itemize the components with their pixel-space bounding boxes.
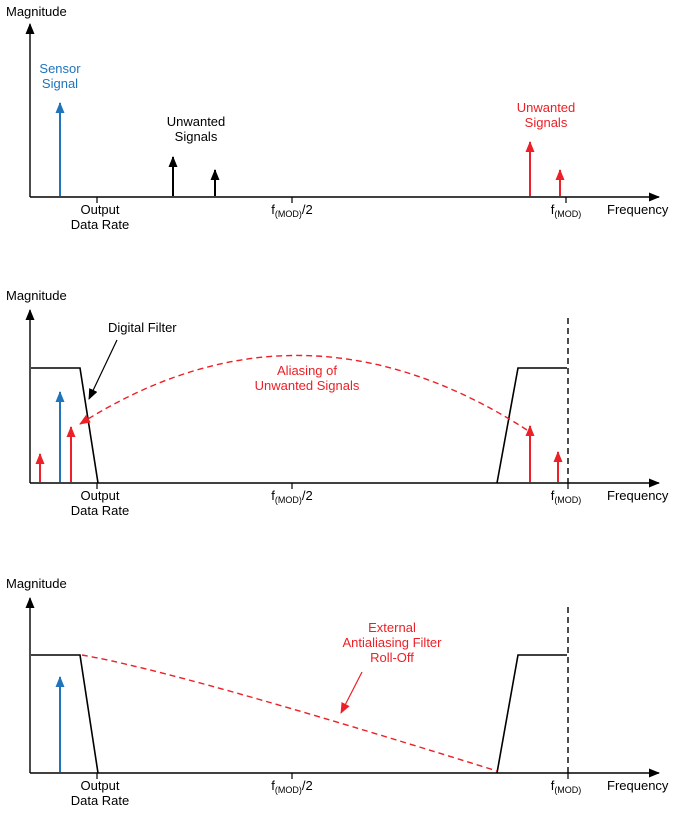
f-subscript: (MOD) <box>274 785 302 795</box>
f-symbol: f <box>550 778 555 793</box>
digital-filter-pointer-arrow <box>88 339 118 400</box>
f-subscript: (MOD) <box>274 495 302 505</box>
panel1-magnitude-label: Magnitude <box>6 4 67 19</box>
f-subscript: (MOD) <box>554 495 582 505</box>
panel3-frequency-label: Frequency <box>607 778 669 793</box>
panel3-fmod-half-label: f(MOD)/2 <box>271 778 312 798</box>
panel1-fmod-label: f(MOD) <box>551 202 582 222</box>
panel2-fmod-half-label: f(MOD)/2 <box>271 488 312 508</box>
panel2-magnitude-label: Magnitude <box>6 288 67 303</box>
digital-filter-label: Digital Filter <box>108 320 177 335</box>
f-symbol: f <box>271 778 275 793</box>
panel1-plot <box>25 23 660 203</box>
panel1-output-data-rate-label: Output Data Rate <box>70 202 130 232</box>
panel3-plot <box>25 597 660 779</box>
unwanted-signals-high-label: Unwanted Signals <box>516 100 576 130</box>
aliasing-of-unwanted-signals-label: Aliasing of Unwanted Signals <box>254 363 360 393</box>
f-symbol: f <box>550 488 555 503</box>
panel3-output-data-rate-label: Output Data Rate <box>70 778 130 808</box>
f-subscript: (MOD) <box>554 209 582 219</box>
digital-filter-passband-shape-panel3 <box>31 654 99 774</box>
digital-filter-image-shape-panel3 <box>496 654 567 774</box>
panel1-frequency-label: Frequency <box>607 202 669 217</box>
panel2-fmod-label: f(MOD) <box>551 488 582 508</box>
panel2-frequency-label: Frequency <box>607 488 669 503</box>
aliasing-fold-back-curve <box>79 354 528 431</box>
panel2-output-data-rate-label: Output Data Rate <box>70 488 130 518</box>
external-antialiasing-rolloff-label: External Antialiasing Filter Roll-Off <box>342 620 442 665</box>
half-suffix: /2 <box>301 778 313 793</box>
panel3-magnitude-label: Magnitude <box>6 576 67 591</box>
digital-filter-passband-shape <box>31 367 99 484</box>
panel1-fmod-half-label: f(MOD)/2 <box>271 202 312 222</box>
f-symbol: f <box>550 202 555 217</box>
panel2-plot <box>25 309 660 489</box>
digital-filter-image-shape <box>496 367 567 484</box>
sensor-signal-label: Sensor Signal <box>39 61 81 91</box>
half-suffix: /2 <box>301 488 313 503</box>
f-symbol: f <box>271 202 275 217</box>
panel3-fmod-label: f(MOD) <box>551 778 582 798</box>
f-subscript: (MOD) <box>554 785 582 795</box>
unwanted-signals-label: Unwanted Signals <box>166 114 226 144</box>
half-suffix: /2 <box>301 202 313 217</box>
f-symbol: f <box>271 488 275 503</box>
f-subscript: (MOD) <box>274 209 302 219</box>
rolloff-pointer-arrow <box>340 671 363 714</box>
antialiasing-rolloff-curve <box>81 654 498 772</box>
